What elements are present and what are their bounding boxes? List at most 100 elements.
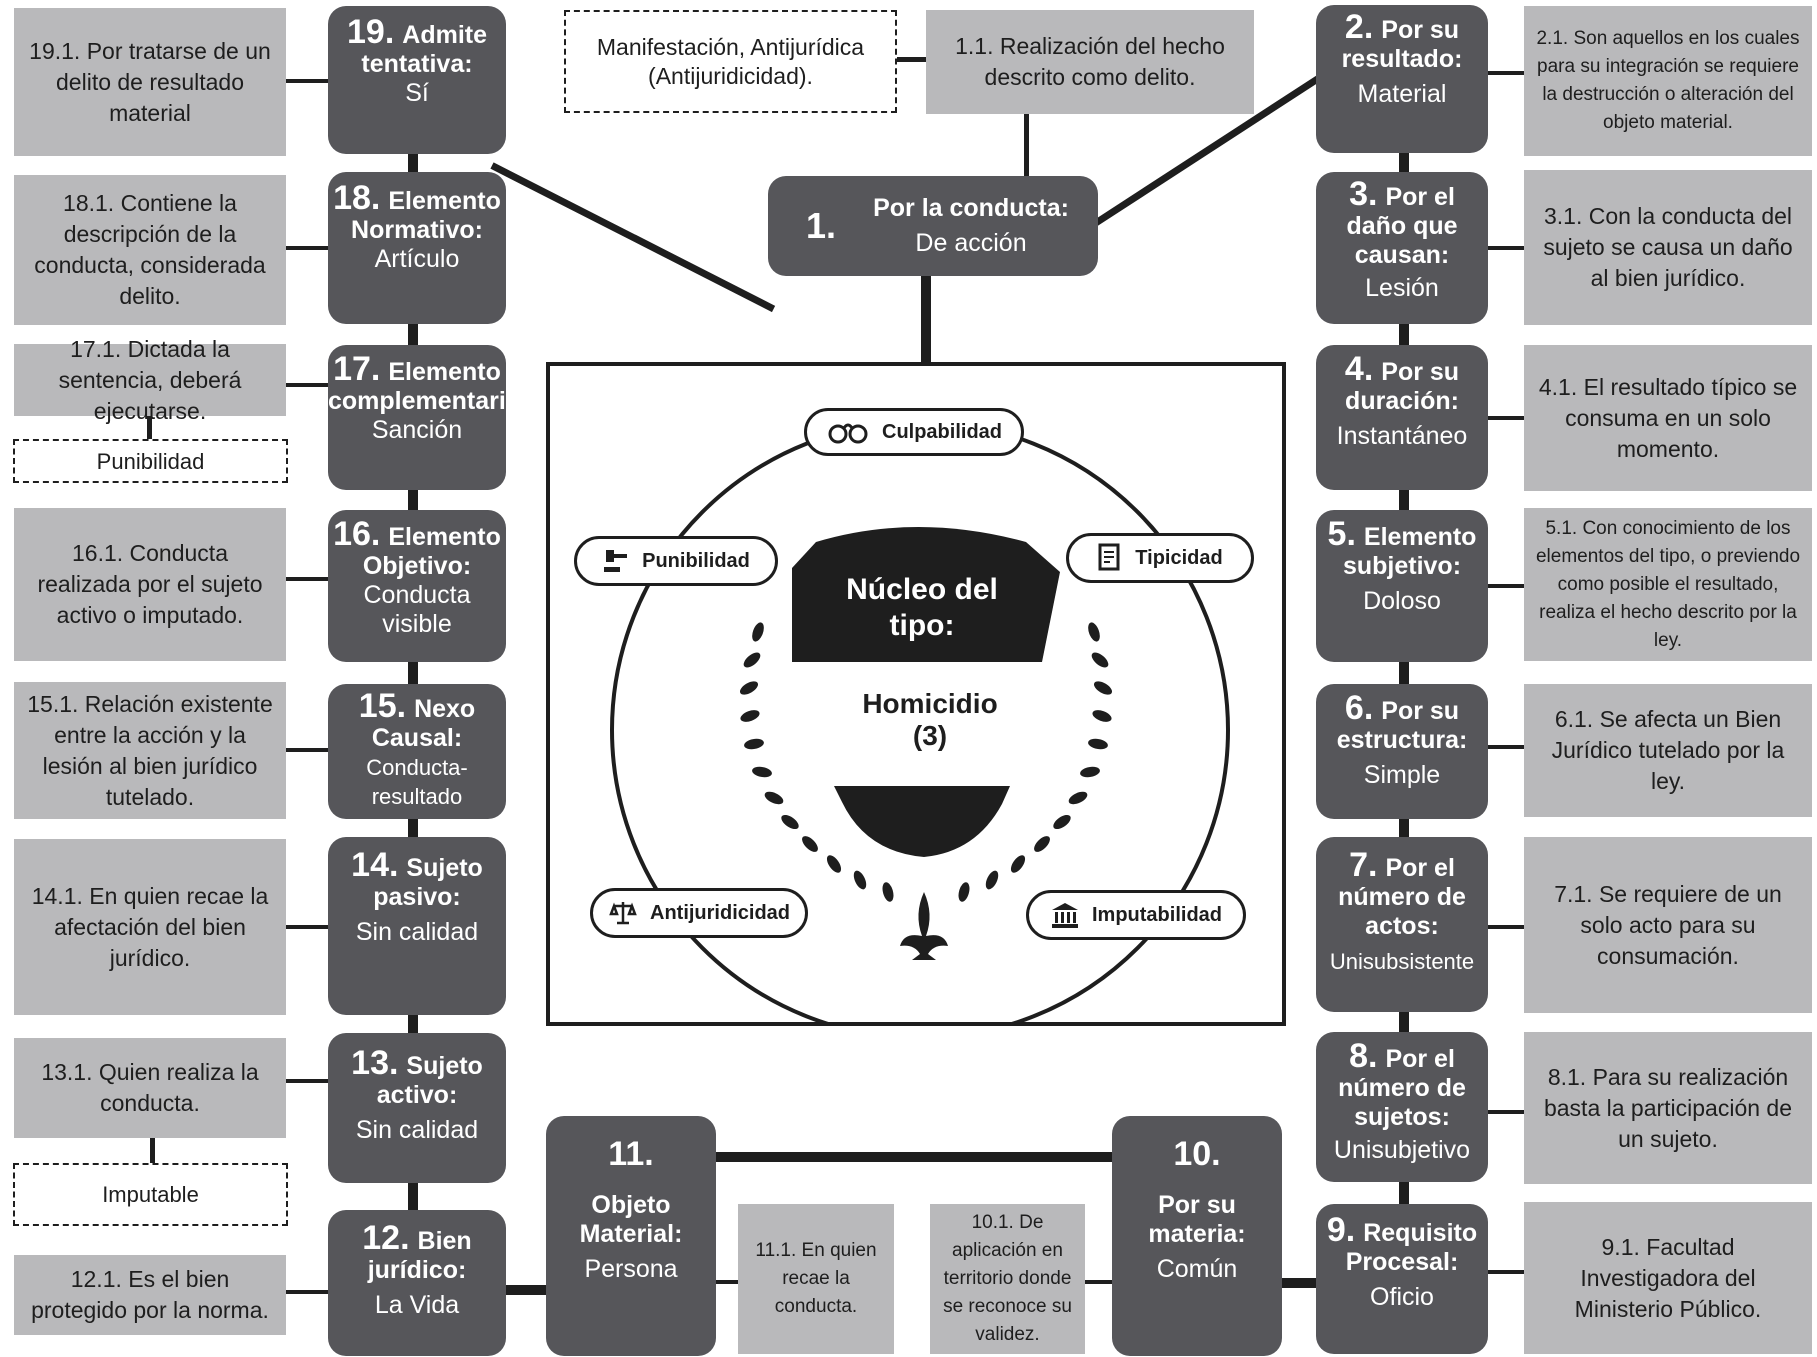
- node-10-title: Por su materia:: [1148, 1191, 1246, 1248]
- node-11-value: Persona: [584, 1255, 678, 1283]
- node-8-title: Por el número de sujetos:: [1338, 1045, 1466, 1131]
- note-16-text: 16.1. Conducta realizada por el sujeto a…: [37, 540, 263, 628]
- connector-4: [1488, 416, 1524, 420]
- note-9-text: 9.1. Facultad Investigadora del Minister…: [1574, 1233, 1762, 1322]
- note-3: 3.1. Con la conducta del sujeto se causa…: [1524, 170, 1812, 325]
- core-crime: Homicidio (3): [820, 688, 1040, 752]
- node-6-value: Simple: [1363, 761, 1441, 789]
- node-7: 7.Por el número de actos: Unisubsistente: [1316, 837, 1488, 1012]
- node-4: 4.Por su duración: Instantáneo: [1316, 345, 1488, 490]
- node-12-title: Bien jurídico:: [367, 1227, 472, 1284]
- note-13: 13.1. Quien realiza la conducta.: [14, 1038, 286, 1138]
- note-11-text: 11.1. En quien recae la conducta.: [755, 1240, 877, 1317]
- node-8-value: Unisubjetivo: [1333, 1136, 1471, 1164]
- node-15-number: 15.: [358, 687, 407, 725]
- connector-9: [1488, 1270, 1524, 1274]
- node-6-title: Por su estructura:: [1336, 697, 1468, 754]
- node-10-number: 10.: [1173, 1135, 1221, 1173]
- handcuffs-icon: [828, 423, 868, 444]
- node-5: 5.Elemento subjetivo: Doloso: [1316, 510, 1488, 662]
- node-15: 15.Nexo Causal: Conducta-resultado: [328, 684, 506, 819]
- node-11-number: 11.: [608, 1135, 654, 1173]
- node-14: 14.Sujeto pasivo: Sin calidad: [328, 837, 506, 1015]
- note-10-link: [1085, 1280, 1115, 1284]
- note-2: 2.1. Son aquellos en los cuales para su …: [1524, 6, 1812, 156]
- node-5-number: 5.: [1327, 515, 1356, 553]
- note-10-text: 10.1. De aplicación en territorio donde …: [943, 1212, 1072, 1345]
- note-16: 16.1. Conducta realizada por el sujeto a…: [14, 508, 286, 661]
- node-7-title: Por el número de actos:: [1338, 854, 1466, 940]
- note-15: 15.1. Relación existente entre la acción…: [14, 682, 286, 819]
- connector-12: [286, 1290, 328, 1294]
- node-19: 19.Admite tentativa: Sí: [328, 6, 506, 154]
- node-2-title: Por su resultado:: [1341, 16, 1463, 73]
- node-9-value: Oficio: [1370, 1283, 1434, 1311]
- conduct-box: 1. Por la conducta: De acción: [768, 176, 1098, 276]
- conduct-title: Por la conducta:: [873, 194, 1069, 222]
- center-link: [921, 270, 931, 365]
- connector-15: [286, 748, 328, 752]
- node-7-value: Unisubsistente: [1329, 949, 1475, 974]
- node-17: 17.Elemento complementario: Sanción: [328, 345, 529, 490]
- node-12: 12.Bien jurídico: La Vida: [328, 1210, 506, 1356]
- node-14-value: Sin calidad: [355, 918, 479, 946]
- note-19-text: 19.1. Por tratarse de un delito de resul…: [29, 37, 271, 126]
- node-16: 16.Elemento Objetivo: Conducta visible: [328, 510, 506, 662]
- note-13-text: 13.1. Quien realiza la conducta.: [41, 1059, 259, 1116]
- node-19-number: 19.: [347, 13, 395, 51]
- node-18-title: Elemento Normativo:: [351, 187, 501, 244]
- tag-17-link: [147, 415, 152, 440]
- node-3-value: Lesión: [1365, 274, 1439, 302]
- node-3: 3.Por el daño que causan: Lesión: [1316, 172, 1488, 324]
- node-17-title: Elemento complementario:: [328, 358, 530, 415]
- core-crime-name: Homicidio: [862, 688, 998, 719]
- node-13-number: 13.: [351, 1044, 399, 1082]
- node-3-title: Por el daño que causan:: [1346, 183, 1458, 269]
- node-9-title: Requisito Procesal:: [1345, 1219, 1478, 1276]
- node-4-number: 4.: [1344, 350, 1374, 388]
- pill-imputabilidad: Imputabilidad: [1026, 890, 1246, 940]
- core-title: Núcleo del tipo:: [846, 573, 998, 642]
- node-6: 6.Por su estructura: Simple: [1316, 684, 1488, 819]
- node-18: 18.Elemento Normativo: Artículo: [328, 172, 506, 324]
- node-16-number: 16.: [333, 515, 381, 553]
- document-icon: [1098, 543, 1120, 571]
- tag-13: Imputable: [13, 1163, 288, 1226]
- scales-icon: [609, 902, 637, 925]
- note-6-text: 6.1. Se afecta un Bien Jurídico tutelado…: [1551, 706, 1785, 794]
- tag-1-link: [893, 57, 931, 62]
- node-8-number: 8.: [1349, 1037, 1378, 1075]
- conduct-tag-text: Manifestación, Antijurídica (Antijuridic…: [596, 33, 865, 89]
- node-6-number: 6.: [1344, 689, 1374, 727]
- connector-16: [286, 577, 328, 581]
- node-15-title: Nexo Causal:: [371, 695, 476, 752]
- bottom-link-right: [1280, 1278, 1320, 1288]
- bottom-link-left: [490, 1285, 550, 1295]
- connector-19: [286, 79, 328, 83]
- node-9-number: 9.: [1326, 1211, 1356, 1249]
- node-2-number: 2.: [1344, 8, 1374, 46]
- node-11-title: Objeto Material:: [579, 1191, 683, 1248]
- connector-6: [1488, 745, 1524, 749]
- note-19: 19.1. Por tratarse de un delito de resul…: [14, 8, 286, 156]
- conduct-tag: Manifestación, Antijurídica (Antijuridic…: [564, 10, 897, 113]
- connector-13: [286, 1079, 328, 1083]
- connector-3: [1488, 246, 1524, 250]
- note-18-text: 18.1. Contiene la descripción de la cond…: [34, 190, 266, 309]
- node-19-title: Admite tentativa:: [361, 21, 487, 78]
- note-7: 7.1. Se requiere de un solo acto para su…: [1524, 837, 1812, 1013]
- note-4-text: 4.1. El resultado típico se consuma en u…: [1538, 373, 1798, 462]
- note-17: 17.1. Dictada la sentencia, deberá ejecu…: [14, 336, 286, 424]
- connector-5: [1488, 584, 1524, 588]
- node-17-number: 17.: [333, 350, 381, 388]
- tag-13-text: Imputable: [102, 1182, 199, 1207]
- node-5-title: Elemento subjetivo:: [1342, 523, 1477, 580]
- node-13: 13.Sujeto activo: Sin calidad: [328, 1033, 506, 1183]
- note-12-text: 12.1. Es el bien protegido por la norma.: [31, 1266, 269, 1323]
- pill-antijuridicidad-label: Antijuridicidad: [650, 901, 790, 924]
- node-15-value: Conducta-resultado: [366, 755, 468, 809]
- node-19-value: Sí: [405, 79, 429, 107]
- note-8: 8.1. Para su realización basta la partic…: [1524, 1032, 1812, 1184]
- node-18-value: Artículo: [374, 245, 460, 273]
- pill-culpabilidad: Culpabilidad: [804, 408, 1024, 456]
